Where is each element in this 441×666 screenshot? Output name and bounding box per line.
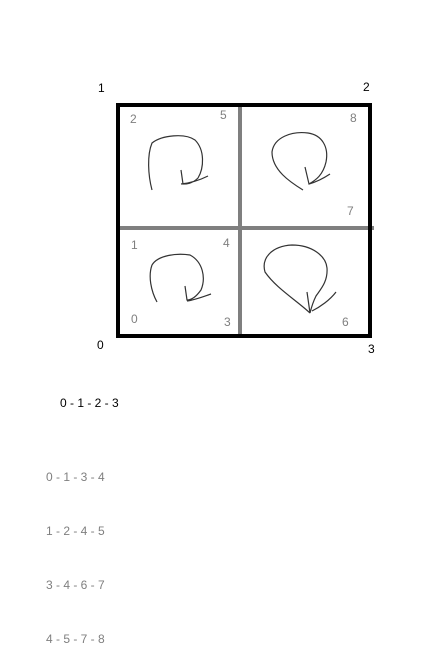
cell-label-br-corner: 6: [342, 315, 349, 329]
sub-sequence-item: 1 - 2 - 4 - 5: [46, 524, 105, 538]
doodle-top-right: [271, 132, 331, 191]
corner-label-bottom-right: 3: [368, 342, 375, 356]
grid-diagram: 1 2 0 3 2 5 8 7 1 4 0 3 6: [97, 80, 375, 356]
corner-label-top-left: 1: [98, 81, 105, 95]
cell-label-tl-mid-top: 5: [220, 108, 227, 122]
corner-label-bottom-left: 0: [97, 338, 104, 352]
cell-label-bl-center: 4: [223, 236, 230, 250]
cell-label-tr-corner: 8: [350, 111, 357, 125]
cell-label-bl-mid-left: 1: [131, 238, 138, 252]
outer-square: [116, 103, 372, 338]
doodle-top-left: [148, 135, 209, 191]
cell-label-tr-mid-right: 7: [347, 204, 354, 218]
main-sequence: 0 - 1 - 2 - 3: [60, 396, 119, 410]
sub-sequence-item: 0 - 1 - 3 - 4: [46, 470, 105, 484]
cell-label-bl-corner: 0: [131, 312, 138, 326]
doodle-bottom-right: [263, 244, 337, 314]
sub-sequence-list: 0 - 1 - 3 - 4 1 - 2 - 4 - 5 3 - 4 - 6 - …: [46, 432, 105, 666]
sub-sequence-item: 4 - 5 - 7 - 8: [46, 632, 105, 646]
sub-sequence-item: 3 - 4 - 6 - 7: [46, 578, 105, 592]
cell-label-tl-corner: 2: [130, 112, 137, 126]
cell-label-bl-mid-bottom: 3: [224, 315, 231, 329]
doodle-bottom-left: [149, 253, 212, 303]
corner-label-top-right: 2: [363, 80, 370, 94]
